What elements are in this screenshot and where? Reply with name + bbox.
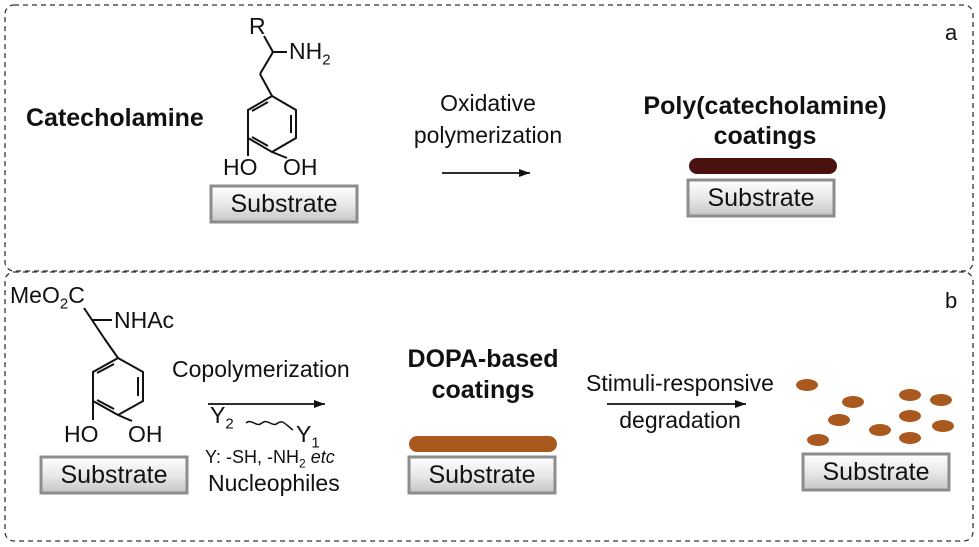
- poly-catecholamine-coating: [689, 158, 837, 174]
- substrate-label-a-right: Substrate: [707, 184, 815, 212]
- catecholamine-label: Catecholamine: [26, 104, 204, 132]
- panel-a-letter: a: [945, 20, 958, 45]
- dopa-coating: [409, 436, 557, 452]
- nucleophile-examples: Y: -SH, -NH2 etc: [205, 447, 335, 471]
- copolymerization-label: Copolymerization: [172, 356, 350, 382]
- degraded-fragments: [796, 379, 954, 446]
- nucleophile-linker: [245, 420, 294, 431]
- acetamide-label: NHAc: [114, 307, 175, 333]
- panel-b-letter: b: [945, 288, 958, 313]
- substrate-label-b-left: Substrate: [60, 461, 168, 489]
- hydroxyl-right-label: OH: [283, 154, 318, 180]
- hydroxyl-right-label-b: OH: [128, 421, 163, 447]
- dopa-coatings-label: coatings: [431, 376, 535, 404]
- substrate-block-b-right: [801, 452, 951, 492]
- substrate-block-b-mid: [407, 455, 557, 495]
- substrate-block-a-left: [209, 184, 359, 224]
- amine-label: NH2: [289, 38, 331, 69]
- hydroxyl-left-label: HO: [223, 154, 258, 180]
- polymerization-label: polymerization: [413, 122, 563, 148]
- substrate-block-b-left: [39, 455, 189, 495]
- stimuli-responsive-label: Stimuli-responsive: [586, 370, 774, 396]
- y2-label: Y2: [210, 402, 234, 433]
- substrate-label-a-left: Substrate: [230, 190, 338, 218]
- substrate-label-b-mid: Substrate: [428, 461, 536, 489]
- r-group-label: R: [249, 13, 266, 39]
- catecholamine-structure: [247, 35, 297, 159]
- y1-label: Y1: [296, 421, 320, 452]
- methyl-ester-label: MeO2C: [10, 282, 85, 313]
- nucleophiles-label: Nucleophiles: [208, 470, 340, 496]
- panel-b-border: [4, 271, 974, 542]
- oxidative-label: Oxidative: [440, 90, 536, 116]
- substrate-label-b-right: Substrate: [822, 458, 930, 486]
- hydroxyl-left-label-b: HO: [64, 421, 99, 447]
- degradation-label: degradation: [619, 407, 741, 433]
- poly-catecholamine-title: Poly(catecholamine): [643, 92, 887, 120]
- panel-a-border: [4, 4, 974, 272]
- dopa-based-title: DOPA-based: [407, 345, 559, 373]
- dopa-structure: [83, 307, 144, 422]
- substrate-block-a-right: [686, 178, 836, 218]
- poly-catecholamine-coatings: coatings: [713, 122, 817, 150]
